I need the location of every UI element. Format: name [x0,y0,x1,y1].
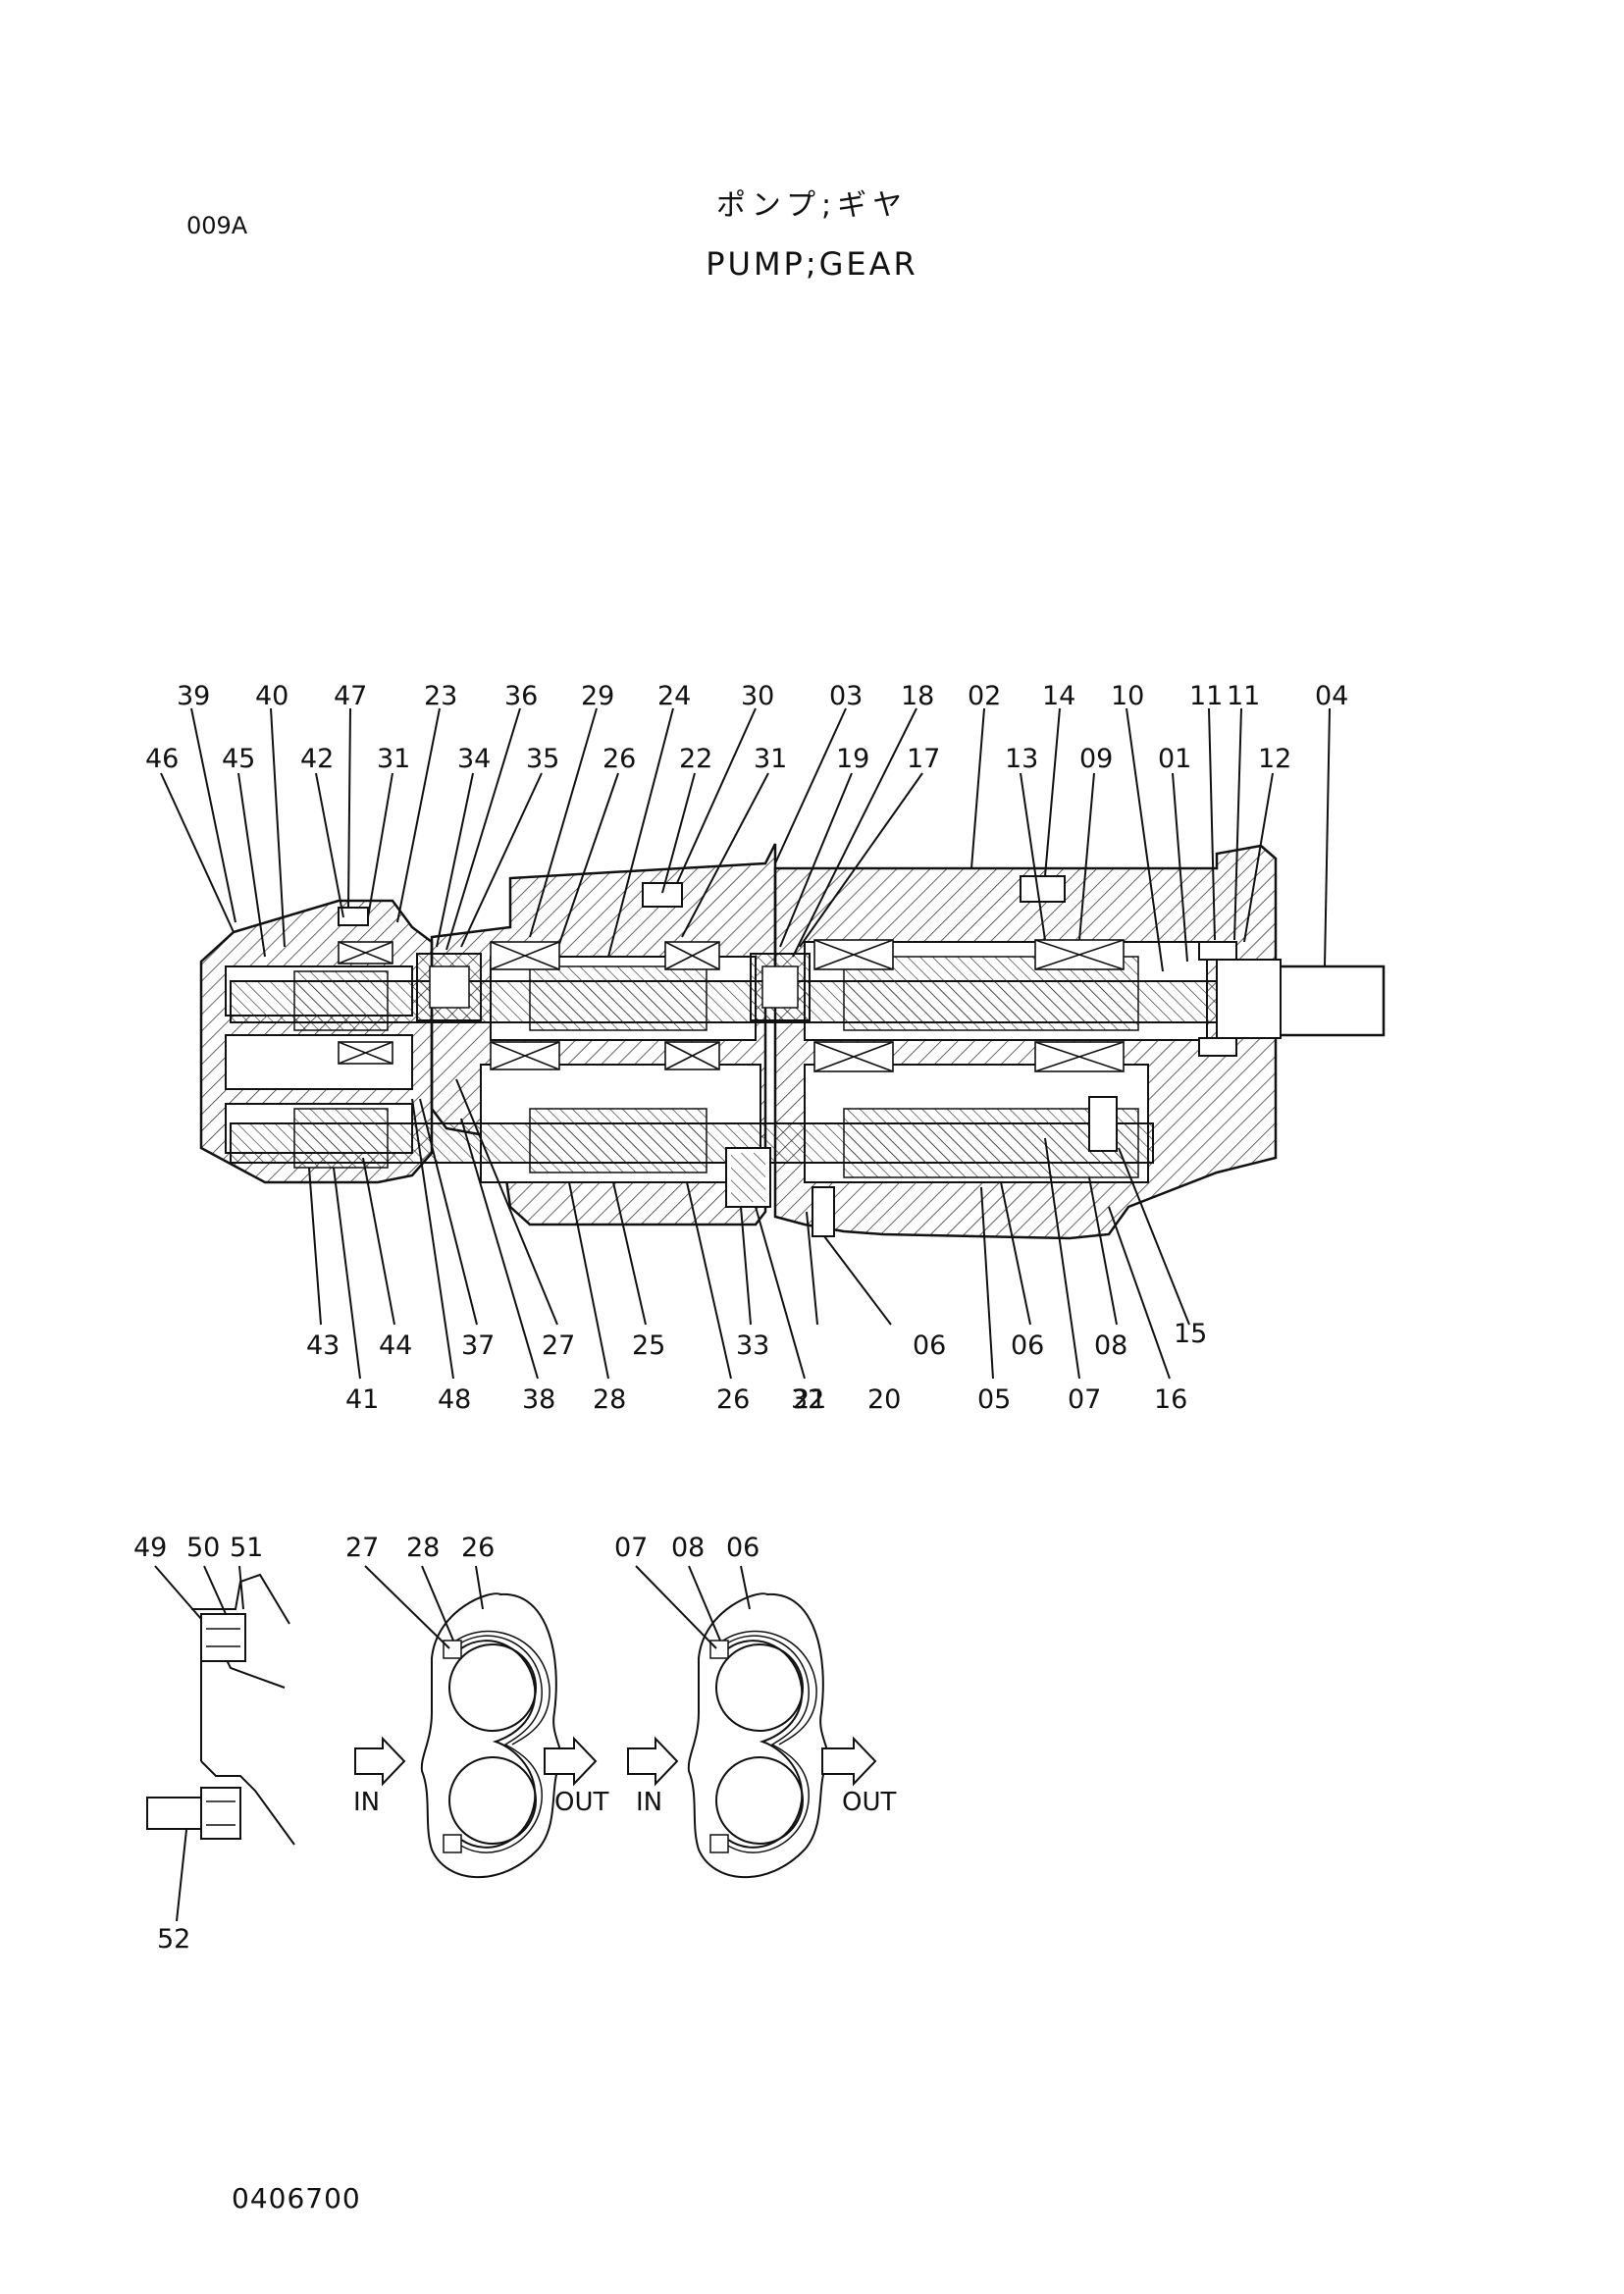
out-label-2: OUT [842,1788,896,1817]
part-label-30: 30 [741,681,774,711]
in-arrow-2 [627,1736,679,1787]
bolt-label-50: 50 [186,1533,220,1563]
gear-section-1 [364,1565,563,1879]
part-label-45: 45 [222,744,255,774]
part-label-42: 42 [300,744,334,774]
part-label-11: 11 [1189,681,1223,711]
part-label-15: 15 [1174,1319,1207,1349]
part-label-31: 31 [754,744,787,774]
part-label-12: 12 [1258,744,1291,774]
section2-label-08: 08 [671,1533,705,1563]
in-label-1: IN [353,1788,380,1817]
part-label-22: 22 [679,744,712,774]
part-label-09: 09 [1079,744,1113,774]
bolt-detail-view [146,1565,295,1922]
part-label-28: 28 [593,1384,626,1415]
part-label-05: 05 [977,1384,1011,1415]
bearings [338,939,1125,1072]
part-label-44: 44 [379,1330,412,1361]
part-label-48: 48 [438,1384,471,1415]
section1-label-26: 26 [461,1533,495,1563]
section2-label-06: 06 [726,1533,760,1563]
part-label-03: 03 [829,681,863,711]
out-arrow-1 [544,1736,598,1787]
part-label-37: 37 [461,1330,495,1361]
part-label-18: 18 [901,681,934,711]
part-label-17: 17 [907,744,940,774]
bolt-label-49: 49 [133,1533,167,1563]
part-label-10: 10 [1111,681,1144,711]
part-label-23: 23 [424,681,457,711]
part-label-38: 38 [522,1384,555,1415]
leader-lines [160,707,1331,972]
section1-label-27: 27 [345,1533,379,1563]
part-label-47: 47 [334,681,367,711]
bottom-row-2-labels: 41 48 38 28 26 32 05 07 16 [345,1384,1187,1415]
part-label-32: 32 [791,1384,824,1415]
gear-section-2 [635,1565,830,1879]
part-label-33: 33 [736,1330,769,1361]
part-label-06: 06 [913,1330,946,1361]
drawing-code: 009A [186,212,248,239]
part-label-27: 27 [542,1330,575,1361]
in-arrow-1 [354,1736,406,1787]
part-label-14: 14 [1042,681,1075,711]
part-label-41: 41 [345,1384,379,1415]
bolt-label-51: 51 [230,1533,263,1563]
part-label-11: 11 [1227,681,1260,711]
bottom-row-1-labels: 43 44 37 27 25 33 21 20 06 06 08 15 [306,1319,1207,1415]
part-label-25: 25 [632,1330,665,1361]
top-row-2-labels: 46 45 42 31 34 35 26 22 31 19 17 13 09 01 12 [145,744,1291,774]
part-label-39: 39 [177,681,210,711]
part-label-26: 26 [602,744,636,774]
out-label-1: OUT [554,1788,608,1817]
part-label-16: 16 [1154,1384,1187,1415]
bolt-label-52: 52 [157,1924,190,1955]
part-label-40: 40 [255,681,288,711]
title-english: PUMP;GEAR [706,245,918,283]
part-label-35: 35 [526,744,559,774]
part-label-08: 08 [1094,1330,1127,1361]
part-label-20: 20 [867,1384,901,1415]
part-label-01: 01 [1158,744,1191,774]
part-label-21: 21 [793,1384,826,1415]
part-label-06: 06 [1011,1330,1044,1361]
part-label-26: 26 [716,1384,750,1415]
part-label-31: 31 [377,744,410,774]
part-label-04: 04 [1315,681,1348,711]
in-label-2: IN [636,1788,662,1817]
main-section-view [160,707,1386,1380]
title-japanese: ポンプ;ギヤ [715,188,909,223]
document-number: 0406700 [232,2182,361,2215]
part-label-24: 24 [657,681,691,711]
section2-label-07: 07 [614,1533,648,1563]
part-label-29: 29 [581,681,614,711]
part-label-13: 13 [1005,744,1038,774]
out-arrow-2 [821,1736,877,1787]
part-label-34: 34 [457,744,491,774]
section1-label-28: 28 [406,1533,440,1563]
part-label-02: 02 [968,681,1001,711]
part-label-46: 46 [145,744,179,774]
part-label-07: 07 [1068,1384,1101,1415]
part-label-43: 43 [306,1330,340,1361]
part-label-36: 36 [504,681,538,711]
part-label-19: 19 [836,744,869,774]
